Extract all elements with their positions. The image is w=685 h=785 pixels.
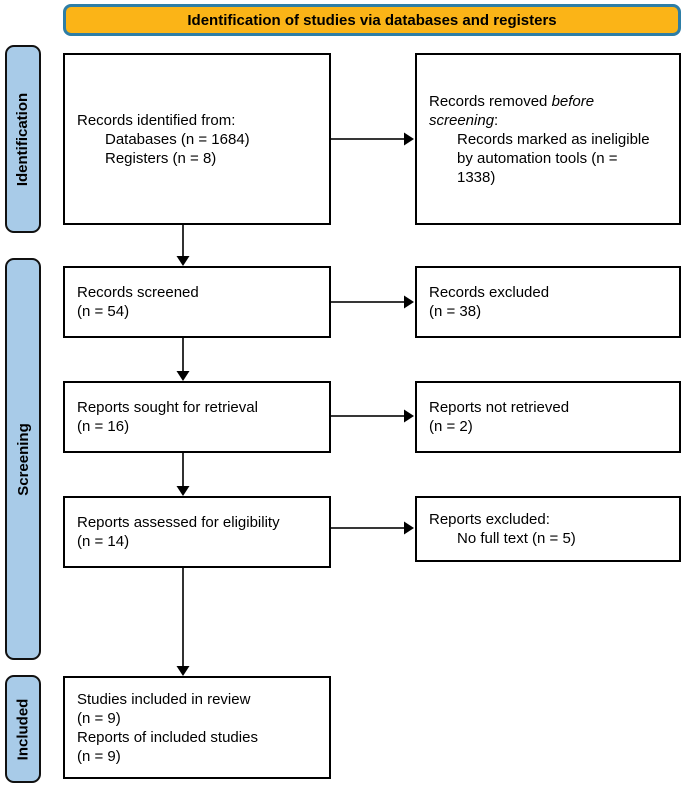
text-line: (n = 2) (429, 418, 473, 435)
text-line: (n = 14) (77, 533, 130, 550)
text-line: Registers (n = 8) (105, 149, 217, 167)
text-line: screening: (429, 111, 499, 129)
text-line: Reports of included studies (77, 728, 258, 746)
box-records-screened: Records screened (n = 54) (63, 266, 331, 338)
stage-label-included: Included (14, 698, 32, 760)
text-line: Reports excluded: (429, 511, 550, 528)
arrow-identified-to-removed-head (404, 132, 414, 146)
text-line: Reports sought for retrieval (77, 399, 258, 416)
text-line: Records excluded (429, 284, 550, 301)
text-line: Records marked as ineligible (457, 130, 650, 148)
text-line: (n = 16) (77, 418, 130, 435)
arrow-sought-to-notretrieved-head (404, 409, 414, 423)
text-line: No full text (n = 5) (457, 530, 576, 547)
box-reports-assessed-for-eligibility: Reports assessed for eligibility (n = 14) (63, 496, 331, 568)
text-line: Databases (n = 1684) (105, 130, 250, 148)
text-line: Records screened (77, 284, 199, 301)
text-line: (n = 54) (77, 303, 130, 320)
diagram-header-title: Identification of studies via databases … (187, 11, 557, 29)
arrow-screened-to-sought-head (176, 371, 190, 381)
arrow-identified-to-screened-head (176, 256, 190, 266)
stage-label-identification: Identification (14, 92, 32, 186)
box-reports-excluded: Reports excluded: No full text (n = 5) (415, 496, 681, 562)
box-studies-included-in-review: Studies included in review(n = 9)Reports… (63, 676, 331, 779)
stage-label-screening: Screening (14, 422, 32, 496)
arrow-assessed-to-included-head (176, 666, 190, 676)
text-line: (n = 38) (429, 303, 482, 320)
box-records-identified: Records identified from:Databases (n = 1… (63, 53, 331, 225)
arrow-assessed-to-repexcluded-head (404, 521, 414, 535)
text-line: by automation tools (n = (457, 149, 618, 167)
box-reports-not-retrieved: Reports not retrieved (n = 2) (415, 381, 681, 453)
box-records-excluded: Records excluded (n = 38) (415, 266, 681, 338)
text-line: Records removed before (429, 92, 595, 110)
diagram-header: Identification of studies via databases … (63, 4, 681, 36)
stage-bar-screening: Screening (5, 258, 41, 660)
text-line: (n = 9) (77, 747, 121, 765)
text-line: Reports assessed for eligibility (77, 514, 280, 531)
arrow-screened-to-excluded-head (404, 295, 414, 309)
stage-bar-included: Included (5, 675, 41, 783)
box-reports-sought-for-retrieval: Reports sought for retrieval (n = 16) (63, 381, 331, 453)
text-line: Reports not retrieved (429, 399, 570, 416)
text-line: Records identified from: (77, 111, 236, 129)
text-line: 1338) (457, 168, 496, 186)
text-line: (n = 9) (77, 709, 121, 727)
stage-bar-identification: Identification (5, 45, 41, 233)
text-line: Studies included in review (77, 690, 251, 708)
arrow-sought-to-assessed-head (176, 486, 190, 496)
